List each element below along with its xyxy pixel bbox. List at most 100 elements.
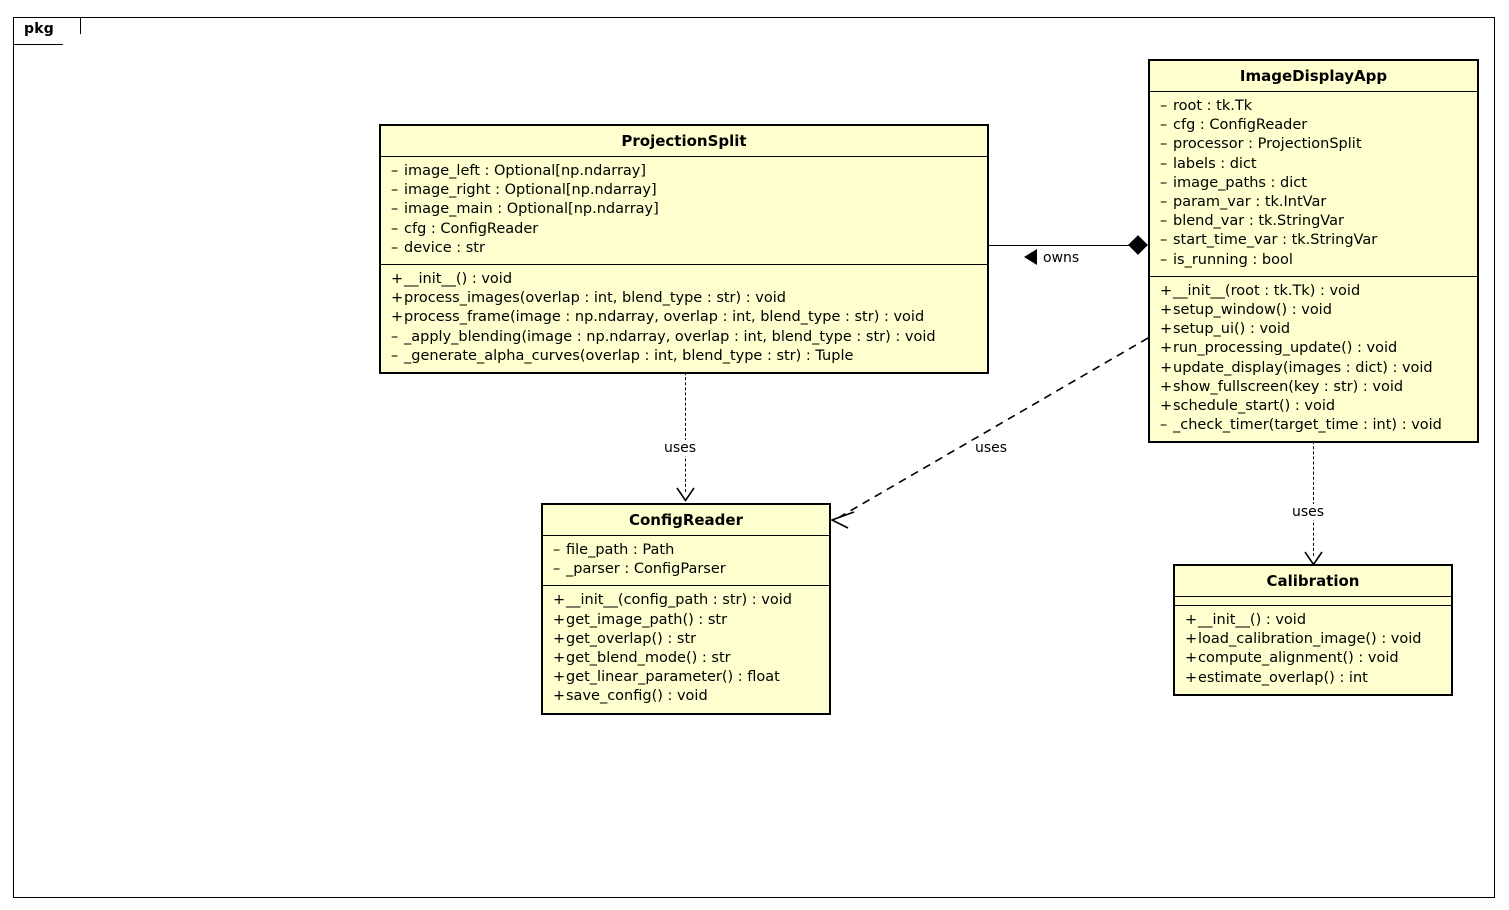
visibility-marker: – (1160, 155, 1168, 172)
visibility-marker: + (391, 290, 404, 307)
class-box-imagedisplayapp[interactable]: ImageDisplayApp –root : tk.Tk –cfg : Con… (1148, 59, 1479, 444)
dependency-label-uses-3: uses (1291, 504, 1326, 520)
attribute-text: is_running : bool (1173, 251, 1293, 268)
method-row: –_check_timer(target_time : int) : void (1158, 416, 1469, 435)
attribute-text: start_time_var : tk.StringVar (1173, 232, 1378, 249)
dependency-arrowhead-icon (676, 487, 695, 502)
method-text: __init__(config_path : str) : void (566, 592, 792, 609)
visibility-marker: – (1160, 213, 1168, 230)
method-row: –_generate_alpha_curves(overlap : int, b… (389, 347, 979, 366)
method-row: +show_fullscreen(key : str) : void (1158, 378, 1469, 397)
package-tab (13, 17, 81, 45)
attribute-row: –image_left : Optional[np.ndarray] (389, 162, 979, 181)
visibility-marker: – (391, 328, 399, 345)
dependency-line-imagedisplayapp-configreader (820, 330, 1160, 530)
method-text: _generate_alpha_curves(overlap : int, bl… (404, 347, 854, 364)
package-label: pkg (24, 21, 54, 37)
method-row: +process_frame(image : np.ndarray, overl… (389, 308, 979, 327)
method-text: get_linear_parameter() : float (566, 669, 780, 686)
visibility-marker: – (391, 347, 399, 364)
method-row: +get_overlap() : str (551, 630, 821, 649)
visibility-marker: – (391, 182, 399, 199)
method-text: _check_timer(target_time : int) : void (1173, 417, 1442, 434)
methods-compartment-projectionsplit: +__init__() : void +process_images(overl… (381, 264, 987, 372)
attribute-row: –file_path : Path (551, 541, 821, 560)
visibility-marker: + (1185, 612, 1198, 628)
class-title-calibration: Calibration (1266, 572, 1360, 590)
attribute-text: image_paths : dict (1173, 174, 1307, 191)
class-box-projectionsplit[interactable]: ProjectionSplit –image_left : Optional[n… (379, 124, 989, 375)
method-row: +__init__() : void (1183, 611, 1443, 630)
method-text: process_images(overlap : int, blend_type… (404, 290, 786, 307)
attribute-row: –is_running : bool (1158, 251, 1469, 270)
visibility-marker: + (553, 688, 566, 705)
method-text: load_calibration_image() : void (1198, 631, 1422, 648)
package-frame (13, 17, 1495, 898)
attribute-row: –root : tk.Tk (1158, 97, 1469, 116)
class-box-calibration[interactable]: Calibration +__init__() : void +load_cal… (1173, 564, 1453, 696)
visibility-marker: – (1160, 174, 1168, 191)
methods-compartment-imagedisplayapp: +__init__(root : tk.Tk) : void +setup_wi… (1150, 275, 1477, 442)
method-row: +schedule_start() : void (1158, 397, 1469, 416)
methods-compartment-calibration: +__init__() : void +load_calibration_ima… (1175, 605, 1451, 694)
method-row: +get_linear_parameter() : float (551, 668, 821, 687)
visibility-marker: – (1160, 98, 1168, 114)
attribute-row: –processor : ProjectionSplit (1158, 135, 1469, 154)
method-text: save_config() : void (566, 688, 708, 705)
visibility-marker: + (1160, 340, 1173, 357)
visibility-marker: – (1160, 117, 1168, 134)
method-row: +update_display(images : dict) : void (1158, 359, 1469, 378)
method-row: +estimate_overlap() : int (1183, 669, 1443, 688)
visibility-marker: + (553, 592, 566, 609)
visibility-marker: + (1160, 359, 1173, 376)
visibility-marker: + (1185, 650, 1198, 667)
visibility-marker: + (553, 630, 566, 647)
association-owns-line (989, 245, 1136, 246)
class-box-configreader[interactable]: ConfigReader –file_path : Path –_parser … (541, 503, 831, 715)
method-row: +setup_ui() : void (1158, 320, 1469, 339)
method-text: get_overlap() : str (566, 630, 697, 647)
method-text: process_frame(image : np.ndarray, overla… (404, 309, 925, 326)
visibility-marker: + (1185, 669, 1198, 686)
visibility-marker: – (1160, 194, 1168, 211)
attribute-text: image_main : Optional[np.ndarray] (404, 201, 659, 218)
attribute-row: –start_time_var : tk.StringVar (1158, 231, 1469, 250)
visibility-marker: + (1160, 398, 1173, 415)
dependency-label-uses-1: uses (663, 440, 698, 456)
methods-compartment-configreader: +__init__(config_path : str) : void +get… (543, 585, 829, 712)
attribute-text: image_left : Optional[np.ndarray] (404, 163, 647, 179)
dependency-line-imagedisplayapp-calibration (1313, 431, 1314, 556)
method-text: compute_alignment() : void (1198, 650, 1399, 667)
method-row: +save_config() : void (551, 687, 821, 706)
method-row: +__init__() : void (389, 270, 979, 289)
attribute-text: file_path : Path (566, 542, 675, 558)
association-direction-arrow-icon (1024, 249, 1037, 265)
method-text: __init__() : void (404, 271, 513, 288)
visibility-marker: – (391, 163, 399, 179)
method-row: +run_processing_update() : void (1158, 339, 1469, 358)
visibility-marker: + (1160, 378, 1173, 395)
visibility-marker: – (391, 201, 399, 218)
method-row: +process_images(overlap : int, blend_typ… (389, 289, 979, 308)
visibility-marker: + (391, 271, 404, 288)
visibility-marker: + (553, 611, 566, 628)
visibility-marker: + (553, 650, 566, 667)
attribute-row: –cfg : ConfigReader (1158, 116, 1469, 135)
attribute-row: –image_right : Optional[np.ndarray] (389, 181, 979, 200)
attributes-compartment-imagedisplayapp: –root : tk.Tk –cfg : ConfigReader –proce… (1150, 91, 1477, 276)
method-text: get_blend_mode() : str (566, 650, 731, 667)
visibility-marker: + (1160, 321, 1173, 338)
method-text: run_processing_update() : void (1173, 340, 1398, 357)
method-text: setup_window() : void (1173, 302, 1332, 319)
method-text: setup_ui() : void (1173, 321, 1291, 338)
attribute-text: root : tk.Tk (1173, 98, 1253, 114)
method-row: –_apply_blending(image : np.ndarray, ove… (389, 328, 979, 347)
attribute-row: –image_main : Optional[np.ndarray] (389, 200, 979, 219)
dependency-label-uses-2: uses (973, 440, 1010, 456)
visibility-marker: – (391, 220, 399, 237)
method-text: __init__(root : tk.Tk) : void (1173, 282, 1361, 299)
dependency-line-projectionsplit-configreader (685, 367, 686, 492)
method-text: show_fullscreen(key : str) : void (1173, 378, 1404, 395)
attributes-compartment-configreader: –file_path : Path –_parser : ConfigParse… (543, 535, 829, 585)
attribute-row: –blend_var : tk.StringVar (1158, 212, 1469, 231)
